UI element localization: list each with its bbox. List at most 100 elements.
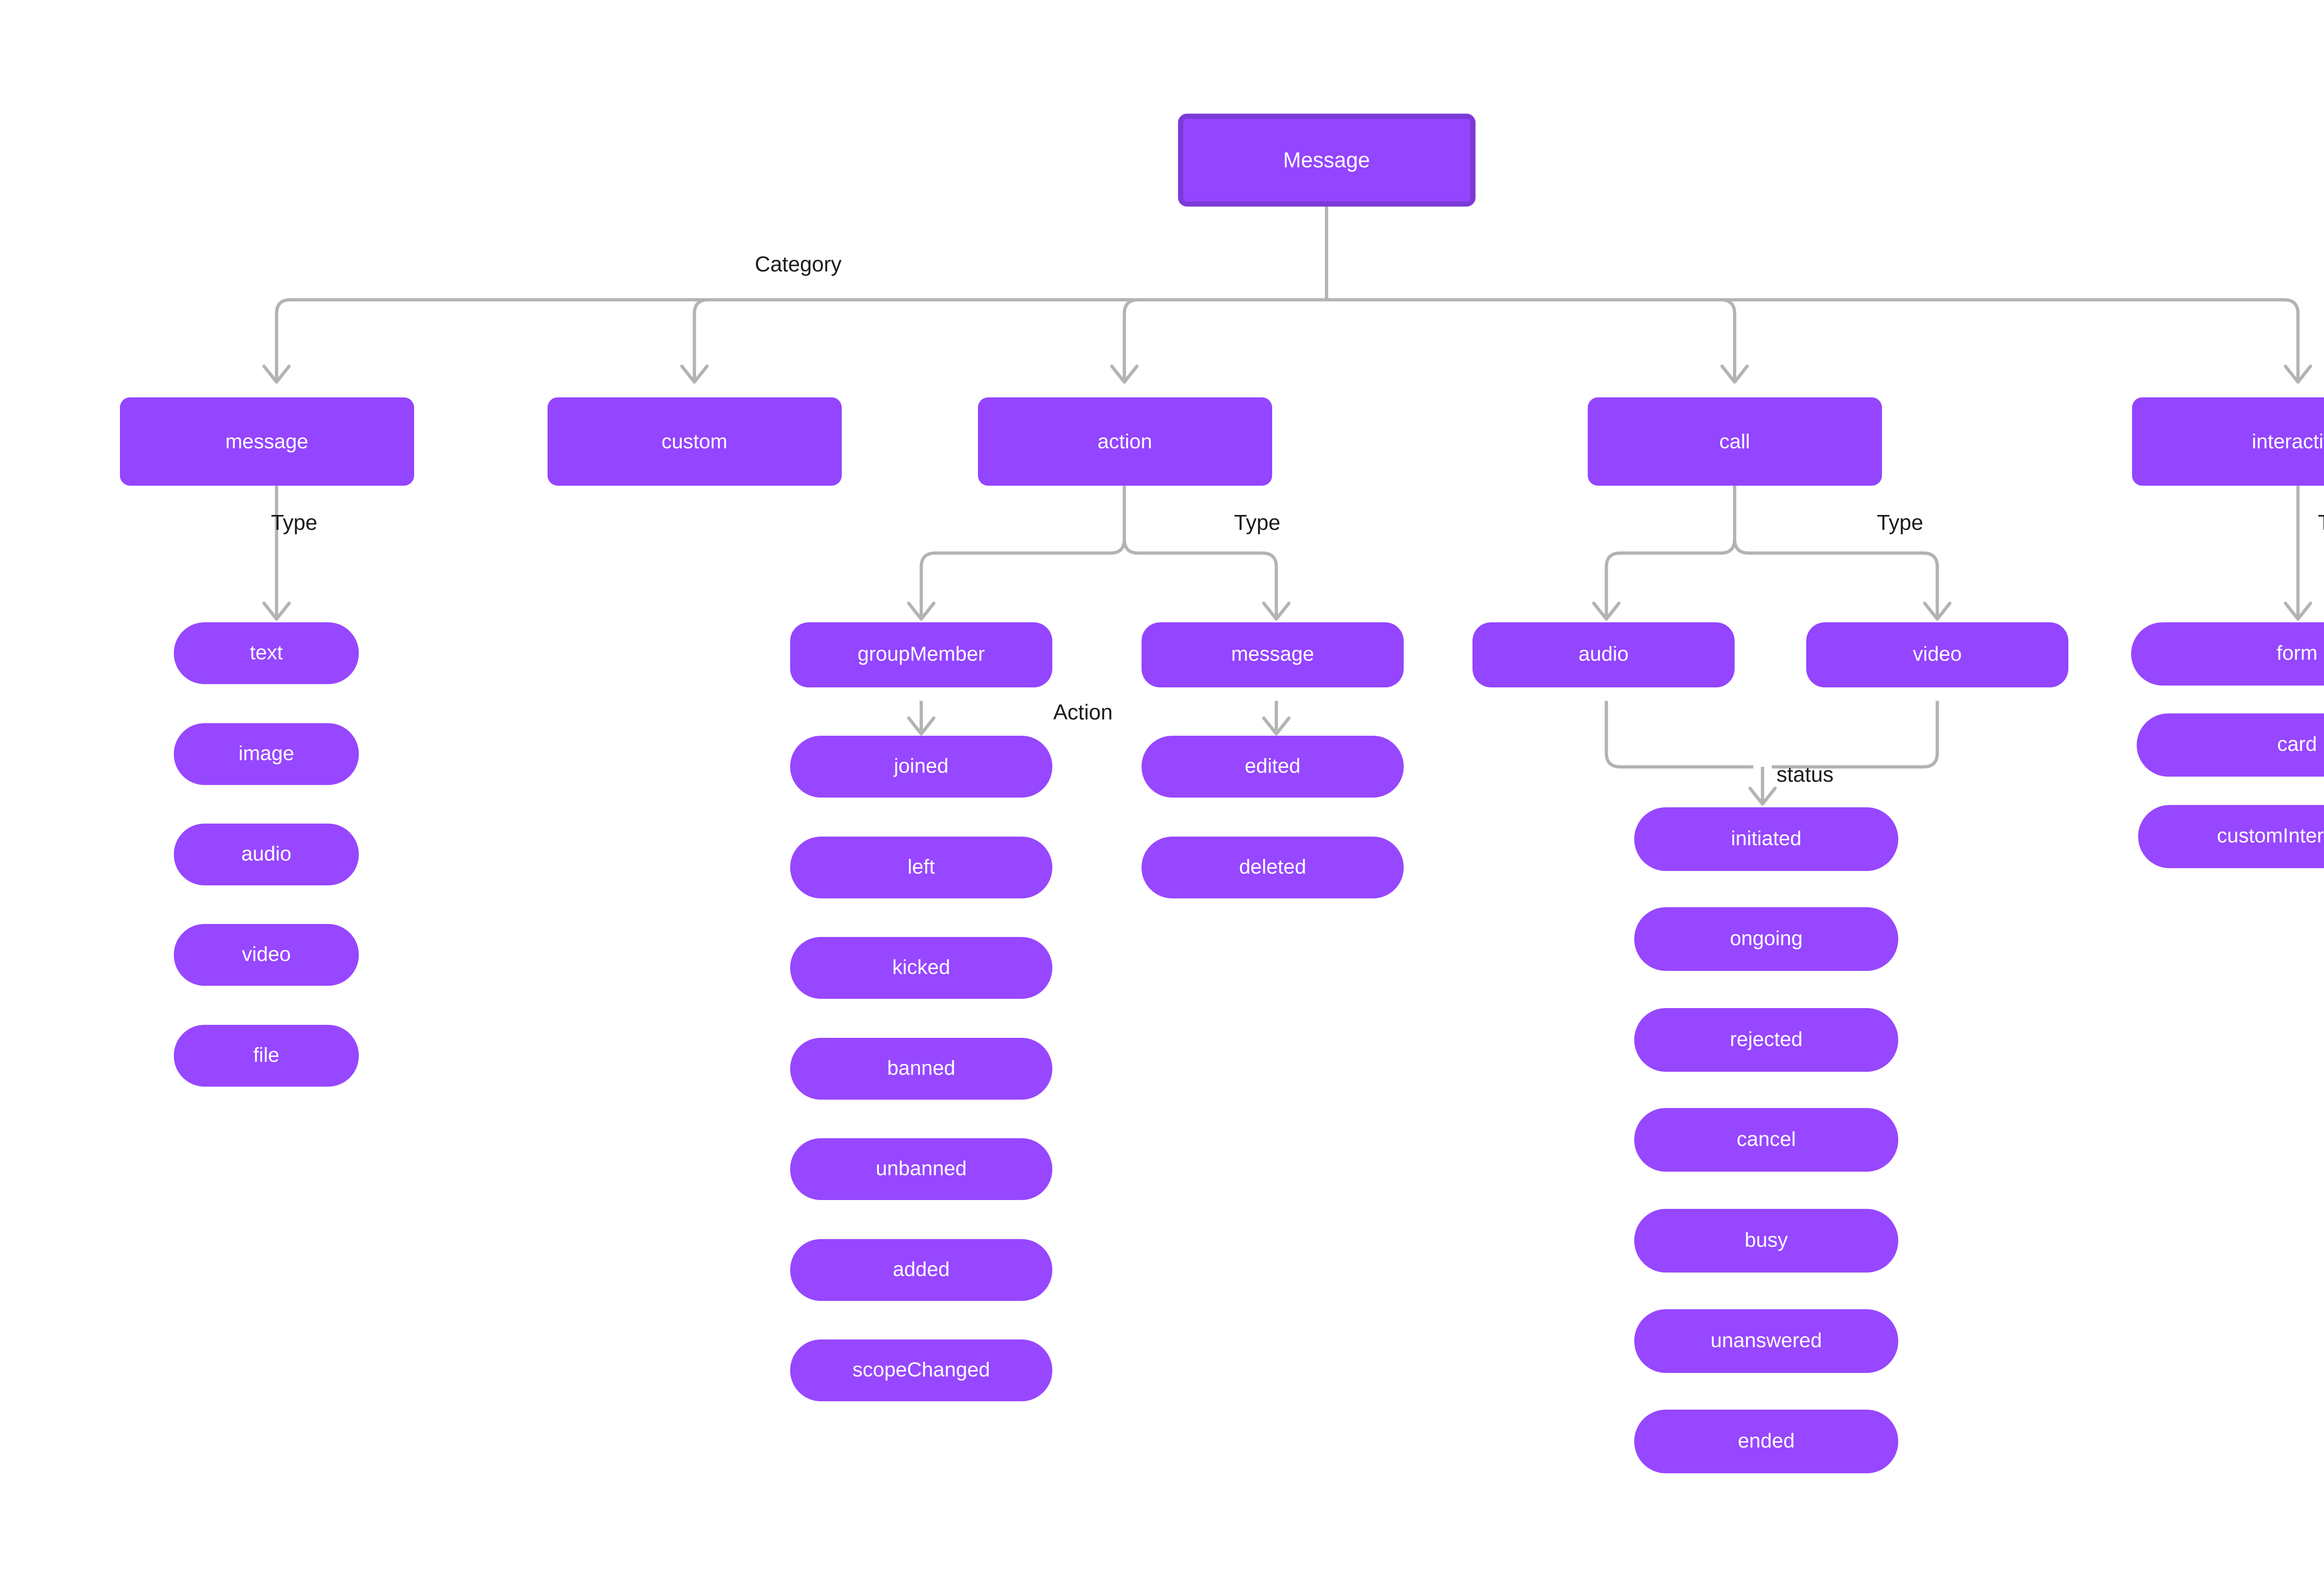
node-messageaction-edited[interactable]: edited — [1142, 736, 1404, 798]
node-calltype-video[interactable]: video — [1806, 622, 2068, 687]
node-messagetype-text[interactable]: text — [174, 622, 359, 684]
node-messageaction-deleted[interactable]: deleted — [1142, 837, 1404, 898]
node-actiontype-message-label: message — [1231, 643, 1314, 666]
edge-call-to-audio — [1604, 539, 1736, 618]
node-messageaction-deleted-label: deleted — [1239, 856, 1306, 878]
node-root-message[interactable]: Message — [1178, 113, 1476, 207]
node-category-custom-label: custom — [661, 430, 727, 453]
node-category-call-shape — [1588, 397, 1882, 486]
node-calltype-audio[interactable]: audio — [1472, 622, 1735, 687]
edge-category-to-message — [275, 298, 1327, 381]
node-category-interactive[interactable]: interactive — [2132, 397, 2324, 486]
node-callstatus-initiated-label: initiated — [1731, 827, 1802, 850]
edge-category-to-interactive — [1327, 298, 2300, 381]
node-callstatus-ongoing[interactable]: ongoing — [1634, 907, 1898, 971]
arrowhead-action-message — [1262, 601, 1291, 621]
node-messagetype-file-label: file — [253, 1044, 279, 1067]
node-category-action[interactable]: action — [978, 397, 1272, 486]
arrowhead-initiated — [1748, 786, 1777, 806]
node-callstatus-cancel[interactable]: cancel — [1634, 1108, 1898, 1172]
edge-category-to-call — [1327, 298, 1736, 381]
node-groupaction-added-shape — [790, 1239, 1052, 1301]
node-groupaction-joined[interactable]: joined — [790, 736, 1052, 798]
node-callstatus-ended-label: ended — [1738, 1430, 1795, 1452]
edge-label-type-call: Type — [1877, 510, 1923, 534]
node-actiontype-message[interactable]: message — [1142, 622, 1404, 687]
node-interactivetype-form[interactable]: form — [2131, 622, 2324, 686]
node-groupaction-unbanned-label: unbanned — [876, 1157, 967, 1180]
node-category-action-label: action — [1097, 430, 1152, 453]
edges-layer — [262, 203, 2312, 806]
node-messagetype-image-label: image — [238, 742, 294, 765]
node-category-message[interactable]: message — [120, 397, 414, 486]
node-messagetype-video-label: video — [242, 943, 290, 966]
node-groupaction-scopechanged[interactable]: scopeChanged — [790, 1339, 1052, 1401]
node-groupaction-kicked-shape — [790, 937, 1052, 999]
node-category-custom-shape — [548, 397, 842, 486]
arrowhead-joined — [907, 716, 936, 736]
node-groupaction-added-label: added — [893, 1258, 950, 1281]
node-messagetype-audio-shape — [174, 824, 359, 885]
node-callstatus-ongoing-shape — [1634, 907, 1898, 971]
arrowhead-video — [1923, 601, 1952, 621]
arrowhead-audio — [1592, 601, 1621, 621]
node-messagetype-image[interactable]: image — [174, 723, 359, 785]
node-groupaction-joined-label: joined — [893, 755, 948, 778]
node-messagetype-audio[interactable]: audio — [174, 824, 359, 885]
node-messageaction-edited-label: edited — [1245, 755, 1301, 778]
node-category-custom[interactable]: custom — [548, 397, 842, 486]
arrowhead-form — [2284, 601, 2312, 621]
node-category-message-shape — [120, 397, 414, 486]
node-messagetype-video-shape — [174, 924, 359, 986]
node-interactivetype-form-label: form — [2277, 642, 2317, 665]
node-callstatus-busy-shape — [1634, 1209, 1898, 1273]
node-calltype-audio-shape — [1472, 622, 1735, 687]
node-callstatus-busy[interactable]: busy — [1634, 1209, 1898, 1273]
node-interactivetype-card[interactable]: card — [2137, 713, 2324, 777]
node-groupaction-scopechanged-shape — [790, 1339, 1052, 1401]
node-groupaction-unbanned[interactable]: unbanned — [790, 1138, 1052, 1200]
arrowhead-edited — [1262, 716, 1291, 736]
node-callstatus-cancel-shape — [1634, 1108, 1898, 1172]
node-groupaction-scopechanged-label: scopeChanged — [852, 1359, 990, 1381]
node-groupaction-added[interactable]: added — [790, 1239, 1052, 1301]
node-groupaction-kicked[interactable]: kicked — [790, 937, 1052, 999]
edge-label-type-message: Type — [271, 510, 317, 534]
node-groupaction-left[interactable]: left — [790, 837, 1052, 898]
arrowhead-interactive — [2284, 364, 2312, 384]
node-calltype-video-shape — [1806, 622, 2068, 687]
node-category-call[interactable]: call — [1588, 397, 1882, 486]
node-messagetype-text-label: text — [250, 641, 283, 664]
edge-call-to-video — [1733, 539, 1939, 618]
arrowhead-call — [1720, 364, 1749, 384]
arrowhead-groupmember — [907, 601, 936, 621]
node-callstatus-ongoing-label: ongoing — [1730, 927, 1803, 950]
node-category-interactive-label: interactive — [2252, 430, 2324, 453]
node-calltype-audio-label: audio — [1578, 643, 1629, 666]
edge-label-category: Category — [755, 252, 842, 276]
node-actiontype-groupmember[interactable]: groupMember — [790, 622, 1052, 687]
node-groupaction-banned[interactable]: banned — [790, 1038, 1052, 1100]
node-groupaction-banned-label: banned — [887, 1057, 956, 1080]
node-interactivetype-card-shape — [2137, 713, 2324, 777]
edge-audio-to-status — [1604, 701, 1753, 769]
node-callstatus-cancel-label: cancel — [1736, 1128, 1796, 1151]
node-messagetype-text-shape — [174, 622, 359, 684]
node-callstatus-ended[interactable]: ended — [1634, 1410, 1898, 1473]
node-messagetype-video[interactable]: video — [174, 924, 359, 986]
node-callstatus-initiated[interactable]: initiated — [1634, 807, 1898, 871]
node-category-interactive-shape — [2132, 397, 2324, 486]
node-calltype-video-label: video — [1913, 643, 1961, 666]
edge-action-to-groupmember — [919, 539, 1126, 618]
node-interactivetype-custominteractive[interactable]: customInteractive — [2138, 805, 2324, 868]
node-groupaction-unbanned-shape — [790, 1138, 1052, 1200]
edge-label-status: status — [1776, 762, 1834, 786]
edge-category-to-custom — [693, 298, 1327, 381]
node-callstatus-unanswered[interactable]: unanswered — [1634, 1309, 1898, 1373]
node-messagetype-file[interactable]: file — [174, 1025, 359, 1087]
node-messageaction-deleted-shape — [1142, 837, 1404, 898]
edge-labels-layer: Category Type Type Type Type Action stat… — [271, 252, 2324, 786]
node-callstatus-rejected[interactable]: rejected — [1634, 1008, 1898, 1072]
node-root-message-label: Message — [1283, 148, 1370, 172]
